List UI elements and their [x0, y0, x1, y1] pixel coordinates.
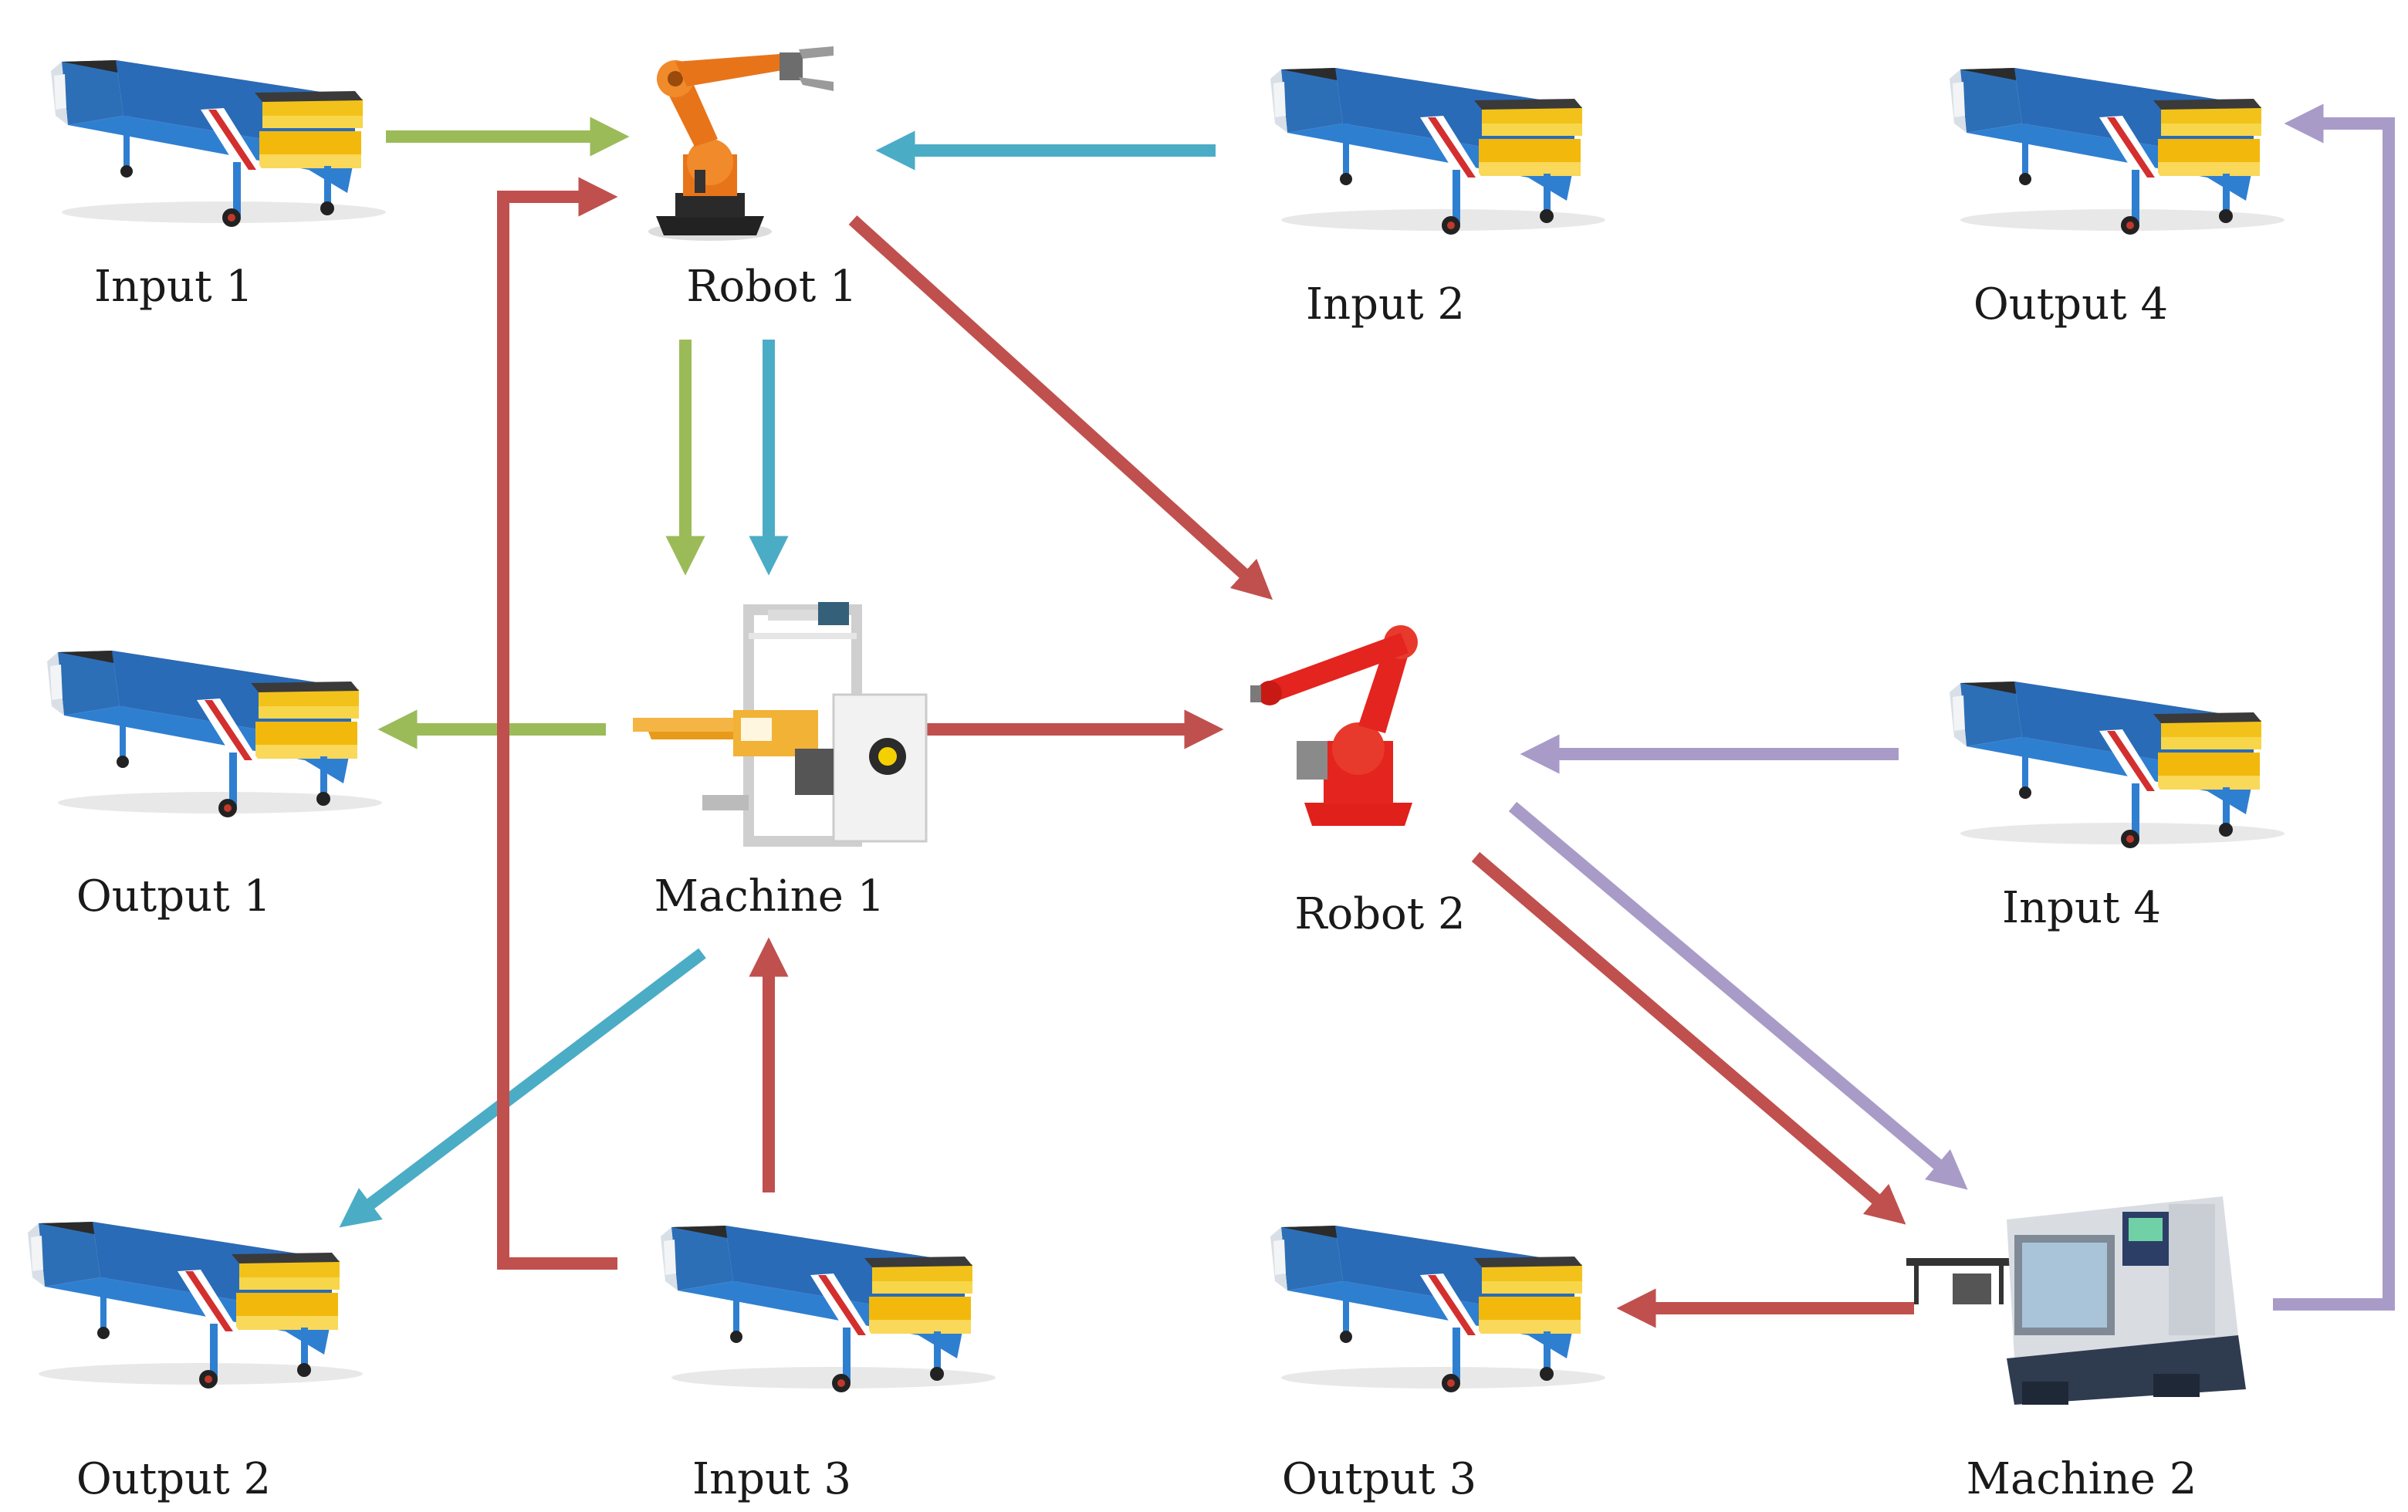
arrow-input3-to-robot1 — [497, 177, 618, 1270]
node-label: Input 3 — [692, 1454, 851, 1504]
node-output3: Output 3 — [1270, 1226, 1605, 1504]
node-label: Robot 2 — [1294, 889, 1465, 939]
node-output4: Output 4 — [1950, 68, 2285, 330]
node-input4: Input 4 — [1950, 682, 2285, 933]
node-input2: Input 2 — [1270, 68, 1605, 330]
node-label: Machine 2 — [1967, 1454, 2197, 1504]
robot-arm-icon — [1250, 625, 1418, 826]
arrow-robot2-to-machine2-purple — [1508, 801, 1968, 1190]
robot-arm-icon — [648, 46, 834, 241]
packing-machine-icon — [633, 602, 926, 841]
arrow-machine2-to-output4 — [2273, 103, 2395, 1311]
node-machine1: Machine 1 — [633, 602, 926, 922]
arrow-machine1-to-output2 — [339, 948, 706, 1228]
node-label: Output 4 — [1973, 279, 2168, 330]
node-robot1: Robot 1 — [648, 46, 857, 312]
conveyor-icon — [1270, 68, 1605, 235]
conveyor-icon — [1950, 68, 2285, 235]
arrow-robot1-to-robot2 — [848, 215, 1273, 600]
node-input1: Input 1 — [51, 60, 386, 312]
node-label: Input 4 — [2002, 883, 2161, 933]
flow-arrows — [339, 103, 2395, 1328]
node-output2: Output 2 — [28, 1222, 363, 1504]
conveyor-icon — [1950, 682, 2285, 848]
node-output1: Output 1 — [47, 651, 382, 922]
node-label: Output 1 — [76, 871, 271, 922]
node-input3: Input 3 — [661, 1226, 996, 1504]
conveyor-icon — [51, 60, 386, 227]
conveyor-icon — [47, 651, 382, 817]
arrow-robot2-to-machine2-red — [1471, 851, 1906, 1225]
node-label: Robot 1 — [686, 262, 857, 312]
cnc-lathe-icon — [1906, 1196, 2246, 1405]
node-label: Machine 1 — [654, 871, 885, 922]
node-machine2: Machine 2 — [1906, 1196, 2246, 1504]
node-label: Input 1 — [94, 262, 253, 312]
node-label: Output 2 — [76, 1454, 271, 1504]
node-label: Input 2 — [1306, 279, 1465, 330]
conveyor-icon — [661, 1226, 996, 1392]
node-robot2: Robot 2 — [1250, 625, 1466, 939]
conveyor-icon — [1270, 1226, 1605, 1392]
conveyor-icon — [28, 1222, 363, 1389]
node-label: Output 3 — [1282, 1454, 1476, 1504]
